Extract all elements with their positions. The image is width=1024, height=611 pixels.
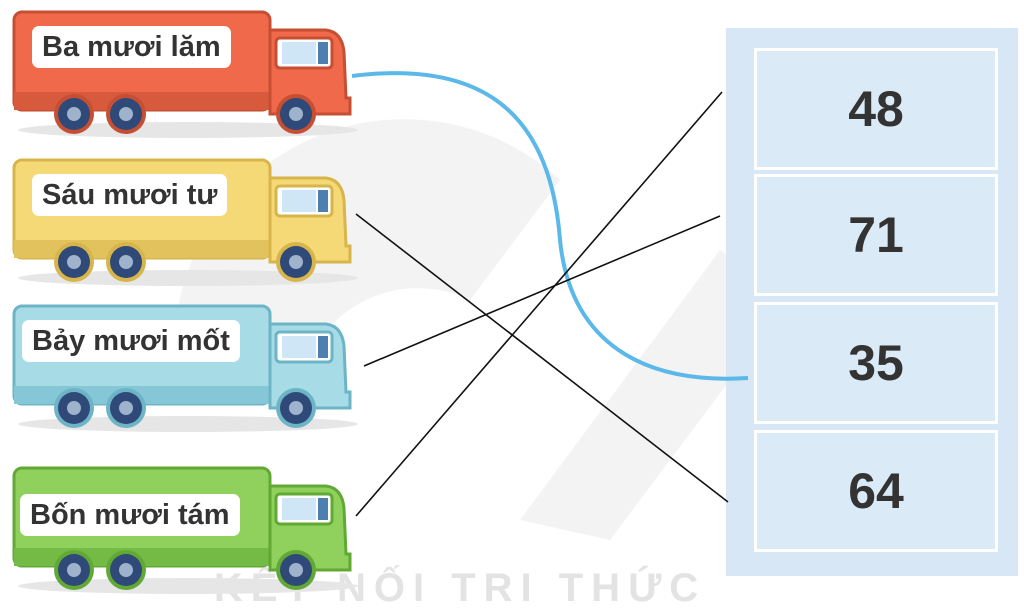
truck-bon-muoi-tam[interactable]: Bốn mươi tám [8, 458, 368, 598]
number-box-48[interactable]: 48 [754, 48, 998, 170]
connection-line-sau-muoi-tu-64 [355, 213, 729, 503]
truck-label: Sáu mươi tư [32, 174, 228, 216]
matching-exercise: KẾT NỐI TRI THỨC Ba mươi lăm Sáu mươi tư… [8, 2, 1018, 610]
connection-line-bay-muoi-mot-71 [363, 215, 721, 367]
truck-icon [12, 304, 358, 432]
number-box-35[interactable]: 35 [754, 302, 998, 424]
truck-label: Bốn mươi tám [20, 494, 240, 536]
number-column: 48 71 35 64 [726, 28, 1018, 576]
connection-line-bon-muoi-tam-48 [355, 91, 723, 517]
connection-line-ba-muoi-lam-35 [351, 71, 749, 381]
number-box-71[interactable]: 71 [754, 174, 998, 296]
truck-sau-muoi-tu[interactable]: Sáu mươi tư [8, 150, 368, 290]
truck-ba-muoi-lam[interactable]: Ba mươi lăm [8, 2, 368, 142]
truck-label: Ba mươi lăm [32, 26, 231, 68]
number-box-64[interactable]: 64 [754, 430, 998, 552]
truck-icon [12, 158, 358, 286]
truck-icon [12, 10, 358, 138]
truck-label: Bảy mươi mốt [22, 320, 240, 362]
truck-icon [12, 466, 358, 594]
truck-bay-muoi-mot[interactable]: Bảy mươi mốt [8, 296, 368, 436]
